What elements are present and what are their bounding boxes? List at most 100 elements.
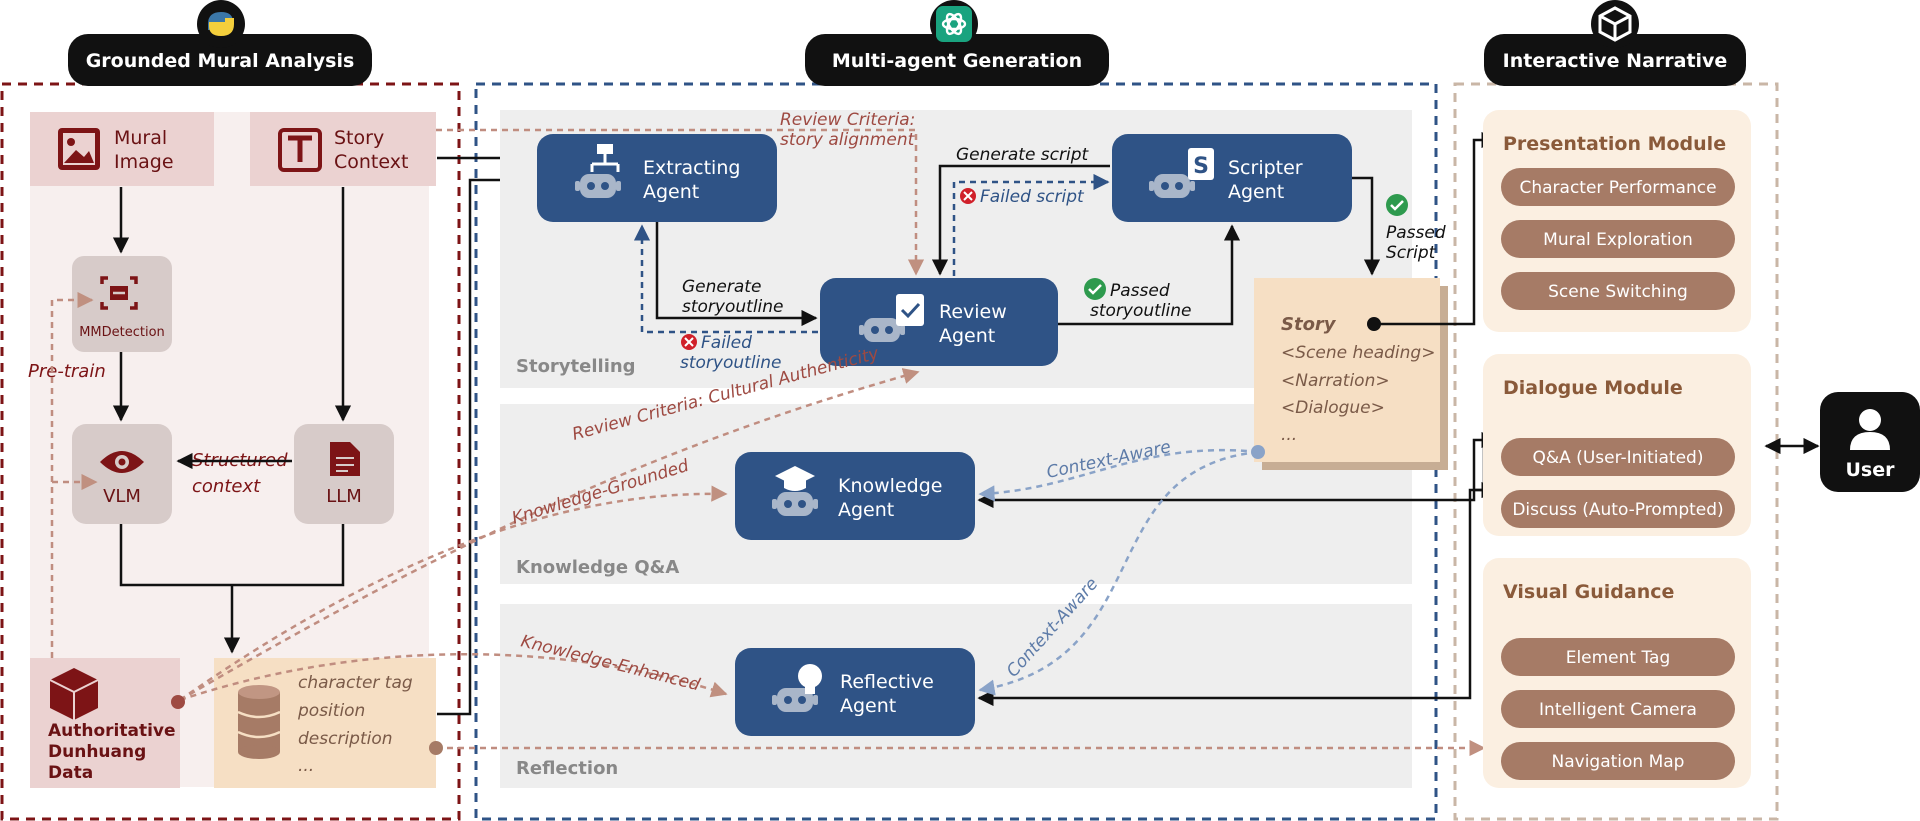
svg-text:Story: Story xyxy=(334,127,384,149)
svg-text:character tag: character tag xyxy=(298,673,413,693)
svg-text:Reflective: Reflective xyxy=(840,671,934,693)
svg-text:storyoutline: storyoutline xyxy=(1090,301,1192,321)
module-title: Visual Guidance xyxy=(1503,581,1674,603)
unity-logo-icon xyxy=(1591,0,1639,48)
llm-node: LLM xyxy=(294,424,394,524)
svg-text:description: description xyxy=(298,729,393,749)
agent-flow-arrows xyxy=(655,131,1820,707)
grounded-title: Grounded Mural Analysis xyxy=(86,50,355,72)
svg-text:<Narration>: <Narration> xyxy=(1281,371,1390,391)
module-item-label: Navigation Map xyxy=(1552,752,1685,772)
user-label: User xyxy=(1846,459,1896,481)
svg-text:Mural: Mural xyxy=(114,127,167,149)
svg-text:Passed: Passed xyxy=(1386,223,1446,243)
generate-script-label: Generate script xyxy=(956,145,1090,165)
svg-text:Data: Data xyxy=(48,763,93,783)
error-x-icon xyxy=(681,334,697,350)
module-item-button[interactable]: Character Performance xyxy=(1501,168,1735,206)
module-item-label: Intelligent Camera xyxy=(1539,700,1697,720)
svg-text:Scripter: Scripter xyxy=(1228,157,1303,179)
module-item-button[interactable]: Scene Switching xyxy=(1501,272,1735,310)
storytelling-panel-label: Storytelling xyxy=(516,356,636,377)
svg-text:Extracting: Extracting xyxy=(643,157,740,179)
knowledge-agent: Knowledge Agent xyxy=(735,452,975,540)
robot-clipboard-icon xyxy=(859,294,924,342)
text-document-icon xyxy=(278,128,322,172)
error-x-icon xyxy=(960,188,976,204)
module-title: Presentation Module xyxy=(1503,133,1726,155)
svg-text:<Scene heading>: <Scene heading> xyxy=(1281,343,1435,363)
failed-outline-label: Failed storyoutline xyxy=(680,333,782,373)
module-item-button[interactable]: Mural Exploration xyxy=(1501,220,1735,258)
reflective-agent: Reflective Agent xyxy=(735,648,975,736)
module-item-button[interactable]: Q&A (User-Initiated) xyxy=(1501,438,1735,476)
failed-script-label: Failed script xyxy=(960,187,1085,207)
context-aware-arrows xyxy=(978,448,1259,696)
mural-image-node: Mural Image xyxy=(30,112,214,186)
database-icon xyxy=(237,685,281,759)
failed-arrows xyxy=(633,173,1110,334)
review-agent: Review Agent xyxy=(820,278,1058,366)
svg-text:Failed script: Failed script xyxy=(980,187,1085,207)
module-item-button[interactable]: Navigation Map xyxy=(1501,742,1735,780)
reflection-panel-label: Reflection xyxy=(516,758,618,779)
module-item-button[interactable]: Element Tag xyxy=(1501,638,1735,676)
svg-text:Knowledge: Knowledge xyxy=(838,475,942,497)
svg-text:story alignment: story alignment xyxy=(780,130,916,150)
eye-icon xyxy=(100,451,144,473)
mmdetection-node: MMDetection xyxy=(72,256,172,352)
svg-text:Context: Context xyxy=(334,151,408,173)
pretrain-label: Pre-train xyxy=(28,361,106,382)
generate-outline-label: Generate xyxy=(682,277,761,297)
user-icon xyxy=(1850,409,1890,450)
module-item-button[interactable]: Discuss (Auto-Prompted) xyxy=(1501,490,1735,528)
robot-graduation-icon xyxy=(772,466,818,516)
cube-icon xyxy=(49,668,99,720)
knowledge-qa-panel-label: Knowledge Q&A xyxy=(516,557,679,578)
user-node[interactable]: User xyxy=(1820,392,1920,492)
multi-agent-title: Multi-agent Generation xyxy=(832,50,1082,72)
svg-text:Failed: Failed xyxy=(701,333,752,353)
database-node: character tag position description ... xyxy=(214,658,436,788)
svg-text:context: context xyxy=(192,476,261,497)
svg-text:LLM: LLM xyxy=(326,486,362,507)
document-icon xyxy=(330,442,360,476)
story-card-title: Story xyxy=(1281,314,1337,335)
svg-text:storyoutline: storyoutline xyxy=(682,297,784,317)
extracting-agent: Extracting Agent xyxy=(537,134,777,222)
svg-text:Agent: Agent xyxy=(838,499,894,521)
openai-logo-icon xyxy=(930,0,978,48)
svg-text:...: ... xyxy=(298,756,314,776)
python-logo-icon xyxy=(197,0,245,48)
svg-text:Authoritative: Authoritative xyxy=(48,721,176,741)
database-source-dot xyxy=(429,741,443,755)
pretrain-arrows xyxy=(50,291,98,658)
grounded-header: Grounded Mural Analysis xyxy=(68,34,372,86)
module-item-label: Mural Exploration xyxy=(1543,230,1693,250)
passed-outline-label: Passed storyoutline xyxy=(1084,278,1192,321)
module-title: Dialogue Module xyxy=(1503,377,1683,399)
svg-text:Agent: Agent xyxy=(643,181,699,203)
scan-icon xyxy=(100,276,138,310)
svg-text:Agent: Agent xyxy=(1228,181,1284,203)
interactive-header: Interactive Narrative xyxy=(1484,34,1746,86)
module-item-button[interactable]: Intelligent Camera xyxy=(1501,690,1735,728)
svg-text:Agent: Agent xyxy=(939,325,995,347)
svg-text:MMDetection: MMDetection xyxy=(79,325,165,340)
module-item-label: Q&A (User-Initiated) xyxy=(1533,448,1704,468)
story-context-node: Story Context xyxy=(250,112,436,186)
story-context-dot xyxy=(1251,445,1265,459)
story-card: Story <Scene heading> <Narration> <Dialo… xyxy=(1254,278,1448,470)
svg-text:position: position xyxy=(297,701,365,721)
svg-text:Dunhuang: Dunhuang xyxy=(48,742,146,762)
robot-lightbulb-icon xyxy=(772,664,822,712)
svg-text:VLM: VLM xyxy=(103,486,141,507)
story-output-dot xyxy=(1367,317,1381,331)
svg-text:Agent: Agent xyxy=(840,695,896,717)
check-icon xyxy=(1386,194,1408,216)
